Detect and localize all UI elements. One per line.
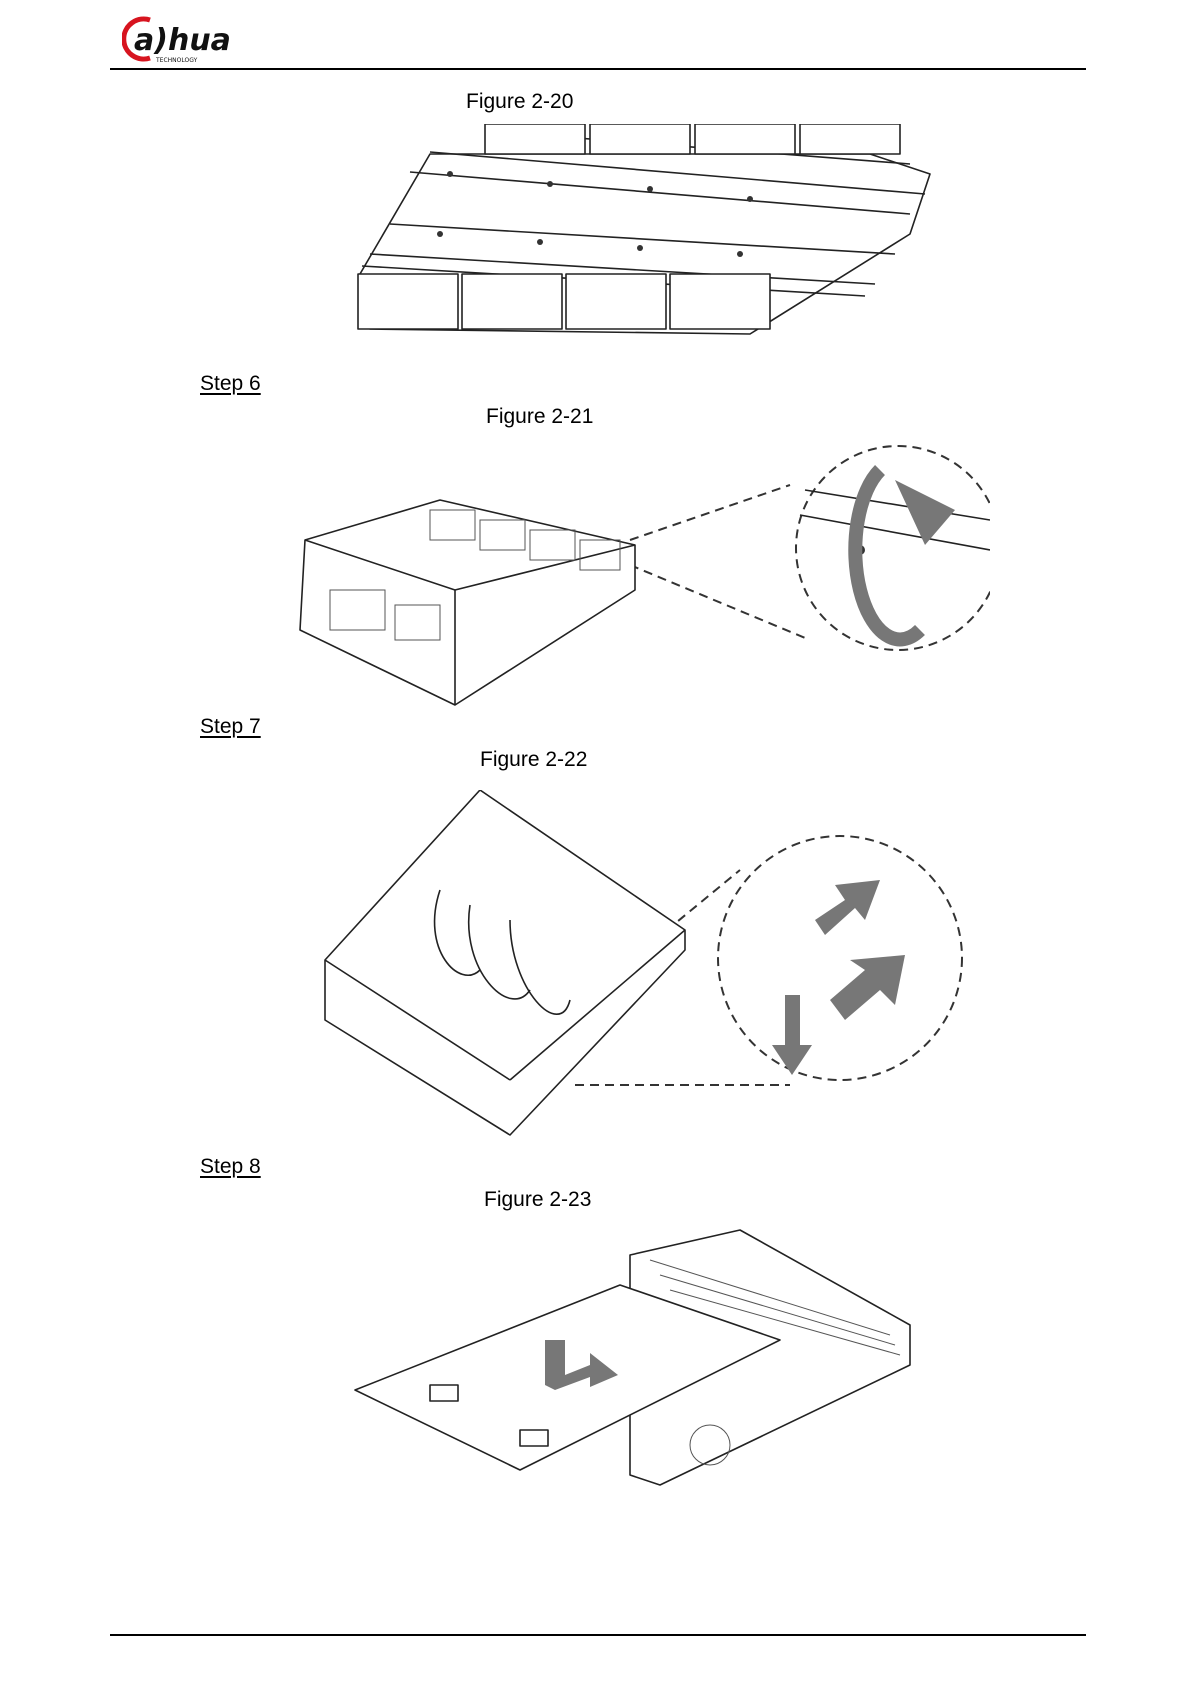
cable-zoom-circle (718, 836, 962, 1080)
step-7-label: Step 7 (200, 715, 261, 739)
logo-wordmark: a)hua (134, 23, 231, 58)
zoom-line-top (630, 485, 790, 540)
figure-2-22-illustration (320, 790, 970, 1140)
figure-caption-2-21: Figure 2-21 (486, 405, 593, 429)
zoom-line-bottom (630, 565, 810, 640)
figure-2-23-illustration (350, 1225, 940, 1495)
nvr-chassis-open (325, 790, 685, 1135)
step-6-label: Step 6 (200, 372, 261, 396)
figure-2-21-illustration (290, 440, 990, 710)
figure-caption-2-20: Figure 2-20 (466, 90, 573, 114)
header-rule (110, 68, 1086, 70)
nvr-chassis (300, 500, 635, 705)
figure-caption-2-23: Figure 2-23 (484, 1188, 591, 1212)
logo-subtext: TECHNOLOGY (155, 57, 198, 64)
figure-2-20-illustration (350, 124, 940, 364)
step-8-label: Step 8 (200, 1155, 261, 1179)
figure-caption-2-22: Figure 2-22 (480, 748, 587, 772)
screw-zoom-circle (796, 446, 990, 650)
brand-logo: a)hua TECHNOLOGY (122, 14, 257, 64)
footer-rule (110, 1634, 1086, 1636)
